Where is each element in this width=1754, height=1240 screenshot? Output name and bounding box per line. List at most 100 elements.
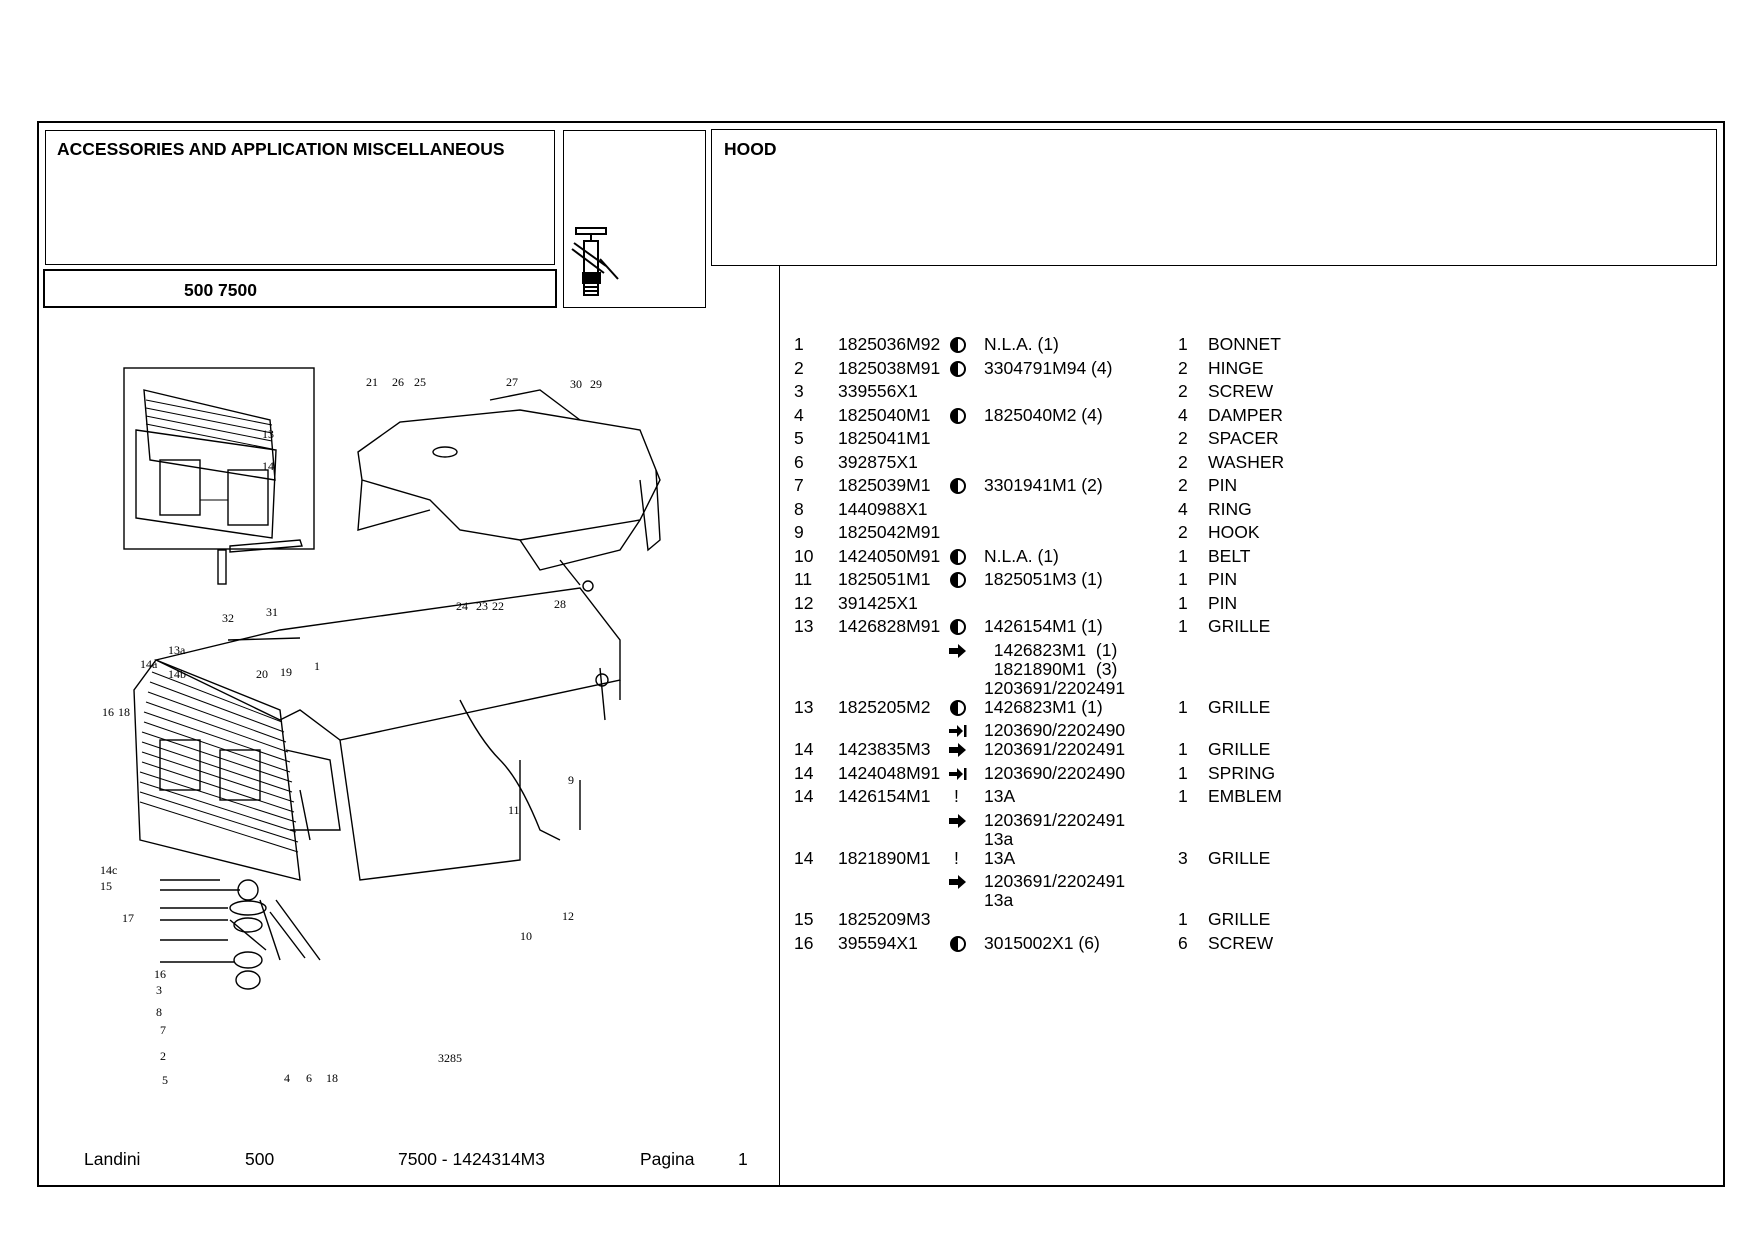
part-quantity: 2 (1178, 475, 1188, 495)
part-position: 14 (794, 847, 814, 868)
svg-text:31: 31 (266, 605, 278, 619)
part-description: WASHER (1208, 451, 1285, 472)
section-title-box: ACCESSORIES AND APPLICATION MISCELLANEOU… (45, 130, 555, 265)
part-quantity: 1 (1178, 909, 1188, 929)
notice-mark: ! (954, 847, 959, 868)
svg-text:14b: 14b (168, 667, 186, 681)
part-code: 1423835M3 (838, 739, 931, 759)
svg-text:11: 11 (508, 803, 520, 817)
part-replacement: 1426823M1 (1) (984, 696, 1103, 717)
part-replacement: N.L.A. (1) (984, 545, 1059, 566)
part-replacement: 3015002X1 (6) (984, 932, 1100, 953)
part-code: 1821890M1 (838, 847, 931, 868)
svg-text:16: 16 (102, 705, 114, 719)
part-description: DAMPER (1208, 404, 1283, 425)
column-divider (779, 266, 780, 1187)
part-code: 392875X1 (838, 451, 918, 472)
part-replacement: 3301941M1 (2) (984, 475, 1103, 495)
svg-text:14: 14 (262, 459, 274, 473)
part-quantity: 1 (1178, 592, 1188, 613)
part-replacement-detail: 13a (984, 890, 1014, 910)
part-position: 15 (794, 909, 814, 929)
part-position: 16 (794, 932, 814, 953)
part-code: 339556X1 (838, 381, 918, 401)
part-replacement-detail: 1203691/2202491 (984, 809, 1126, 830)
svg-text:21: 21 (366, 375, 378, 389)
svg-text:12: 12 (562, 909, 574, 923)
part-description: GRILLE (1208, 696, 1271, 717)
arrow-to-bar-icon (948, 762, 968, 786)
svg-text:26: 26 (392, 375, 404, 389)
part-description: PIN (1208, 569, 1238, 589)
footer-series: 500 (245, 1149, 275, 1169)
part-code: 1426828M91 (838, 616, 941, 636)
part-description: BELT (1208, 545, 1251, 566)
part-description: GRILLE (1208, 909, 1271, 929)
part-replacement-detail: 1203690/2202490 (984, 720, 1126, 740)
part-replacement: 1426154M1 (1) (984, 616, 1103, 636)
part-replacement: N.L.A. (1) (984, 334, 1059, 354)
notice-mark: ! (954, 786, 959, 806)
svg-text:10: 10 (520, 929, 532, 943)
part-description: SCREW (1208, 381, 1274, 401)
part-replacement-detail: 1426823M1 (1) (984, 639, 1118, 660)
part-position: 5 (794, 428, 804, 448)
part-replacement: 3304791M94 (4) (984, 357, 1113, 378)
part-position: 13 (794, 696, 814, 717)
part-description: PIN (1208, 475, 1238, 495)
part-description: PIN (1208, 592, 1238, 613)
arrow-right-icon (948, 809, 968, 833)
svg-text:30: 30 (570, 377, 582, 391)
svg-text:24: 24 (456, 599, 468, 613)
part-description: BONNET (1208, 334, 1281, 354)
part-code: 1424050M91 (838, 545, 941, 566)
part-code: 1825041M1 (838, 428, 931, 448)
arrow-right-icon (948, 870, 968, 894)
part-position: 10 (794, 545, 814, 566)
part-replacement: 13A (984, 786, 1016, 806)
svg-text:18: 18 (118, 705, 130, 719)
part-quantity: 1 (1178, 545, 1188, 566)
part-quantity: 4 (1178, 404, 1188, 425)
part-position: 8 (794, 498, 804, 519)
svg-text:13a: 13a (168, 643, 186, 657)
svg-text:27: 27 (506, 375, 518, 389)
part-code: 1825036M92 (838, 334, 941, 354)
replaced-by-icon (948, 696, 968, 720)
part-replacement-detail: 1821890M1 (3) (984, 658, 1118, 679)
part-position: 9 (794, 522, 804, 542)
svg-text:8: 8 (156, 1005, 162, 1019)
part-description: EMBLEM (1208, 786, 1282, 806)
footer-page-number: 1 (738, 1149, 748, 1169)
arrow-to-bar-icon (948, 719, 968, 743)
part-replacement: 1825040M2 (4) (984, 404, 1103, 425)
section-title: ACCESSORIES AND APPLICATION MISCELLANEOU… (57, 139, 505, 159)
part-code: 1825209M3 (838, 909, 931, 929)
part-quantity: 2 (1178, 357, 1188, 378)
svg-text:32: 32 (222, 611, 234, 625)
part-position: 12 (794, 592, 814, 613)
part-code: 1825040M1 (838, 404, 931, 425)
part-code: 391425X1 (838, 592, 918, 613)
part-description: SPACER (1208, 428, 1279, 448)
part-code: 1825042M91 (838, 522, 941, 542)
part-code: 1825038M91 (838, 357, 941, 378)
part-position: 6 (794, 451, 804, 472)
footer-page-label: Pagina (640, 1149, 695, 1169)
part-quantity: 1 (1178, 786, 1188, 806)
arrow-right-icon (948, 639, 968, 663)
svg-text:6: 6 (306, 1071, 312, 1085)
svg-text:28: 28 (554, 597, 566, 611)
svg-text:14c: 14c (100, 863, 117, 877)
part-replacement-detail: 1203691/2202491 (984, 871, 1126, 891)
part-quantity: 1 (1178, 739, 1188, 759)
replaced-by-icon (948, 404, 968, 428)
part-quantity: 4 (1178, 498, 1188, 519)
part-code: 1825051M1 (838, 569, 931, 589)
svg-text:20: 20 (256, 667, 268, 681)
part-description: SPRING (1208, 762, 1276, 783)
svg-text:3: 3 (156, 983, 162, 997)
page-frame (37, 121, 1725, 1187)
part-description: GRILLE (1208, 739, 1271, 759)
